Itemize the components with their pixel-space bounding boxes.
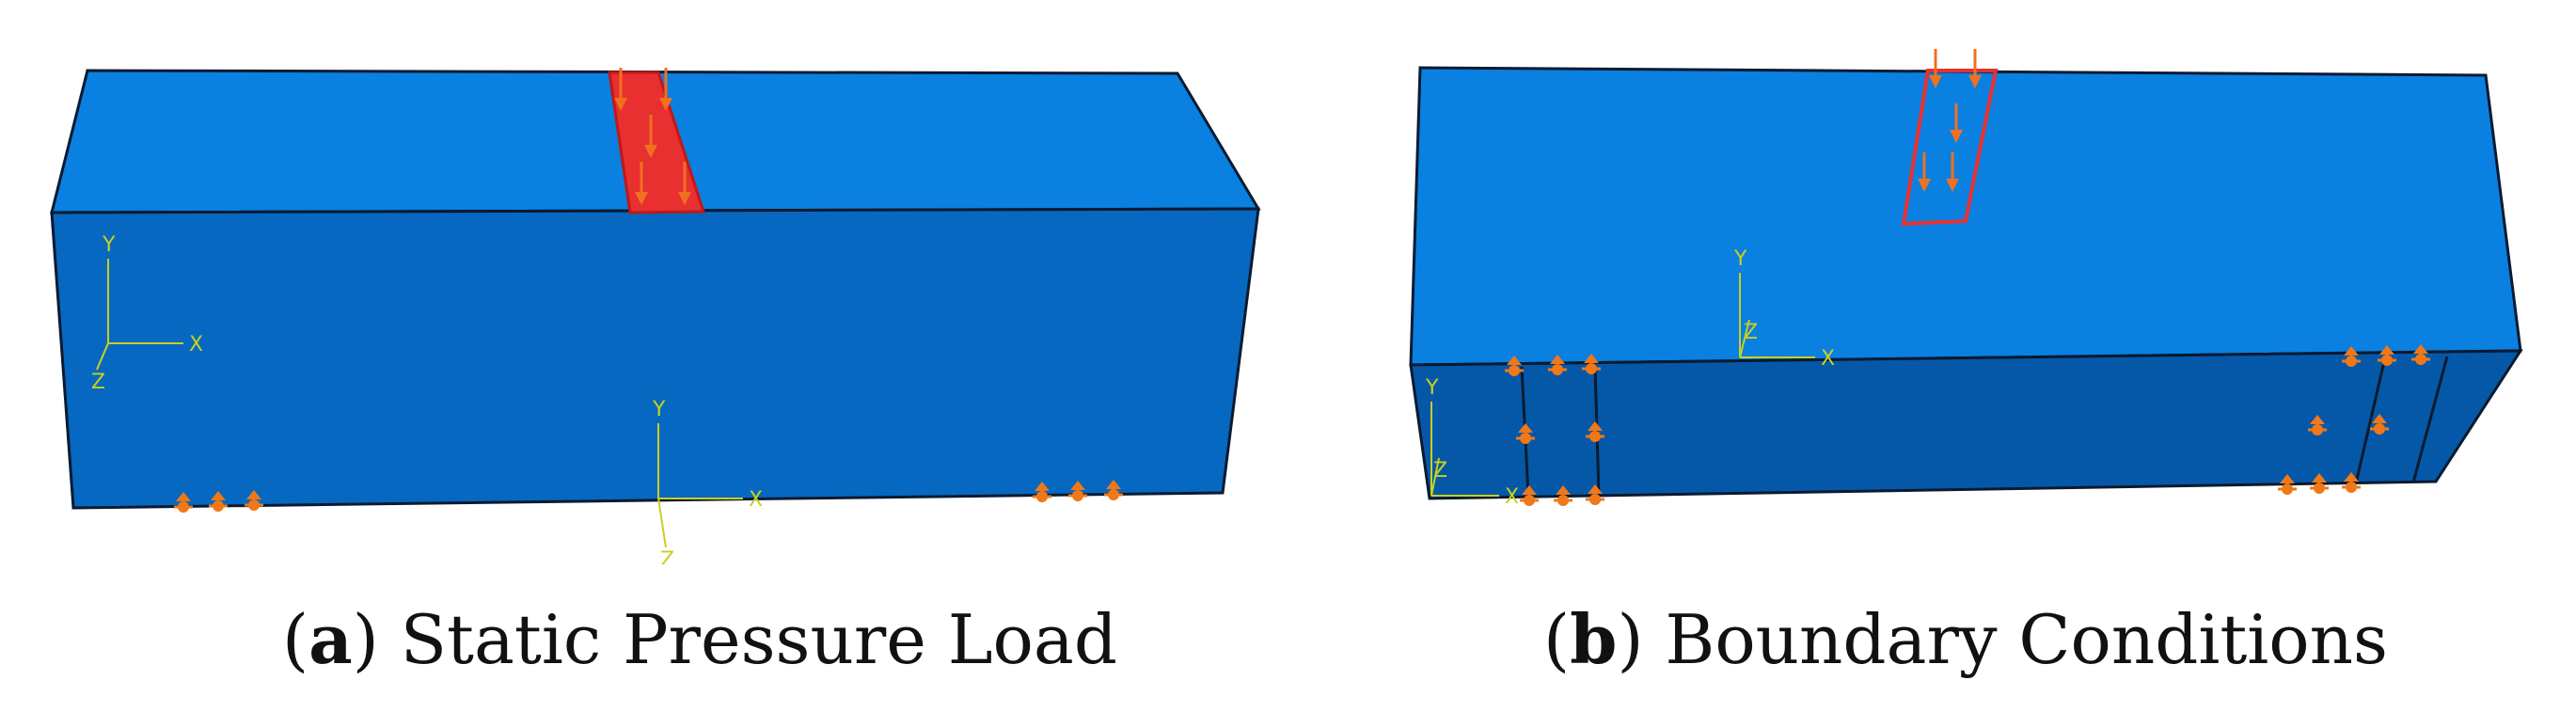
caption-b-label: b [1570, 599, 1618, 679]
boundary-constraint-icon [209, 491, 228, 512]
load-region [608, 71, 706, 214]
boundary-constraint-icon [1582, 354, 1601, 374]
boundary-constraints [1505, 344, 2430, 506]
beam-front-face [50, 207, 1260, 510]
caption-b: (b) Boundary Conditions [1543, 599, 2388, 679]
boundary-constraint-icon [2308, 415, 2327, 435]
boundary-constraint-icon [1516, 423, 1535, 444]
pressure-arrow-icon [635, 162, 648, 205]
coordinate-triad-1: X Y Z [91, 233, 203, 394]
boundary-constraint-icon [245, 490, 263, 511]
caption-b-title: Boundary Conditions [1665, 600, 2388, 679]
pressure-arrow-icon [1946, 152, 1959, 192]
caption-a: (a) Static Pressure Load [282, 599, 1117, 679]
boundary-constraint-icon [2342, 346, 2361, 367]
boundary-constraint-icon [2370, 414, 2389, 435]
boundary-constraints [174, 480, 1123, 513]
boundary-constraint-icon [1104, 480, 1123, 500]
axis-label-x: X [1821, 347, 1835, 371]
support-line [2411, 356, 2449, 483]
boundary-constraint-icon [1548, 355, 1567, 375]
caption-a-label: a [308, 599, 353, 679]
pressure-arrow-icon [678, 162, 691, 205]
axis-label-y: Y [652, 398, 666, 421]
boundary-constraint-icon [1554, 485, 1572, 506]
axis-label-z: Z [660, 548, 674, 564]
boundary-constraint-icon [1033, 482, 1051, 502]
panel-b-model: X Y Z X Y Z [1409, 49, 2523, 509]
load-region-outline [1901, 69, 1999, 227]
boundary-constraint-icon [2310, 473, 2329, 494]
boundary-constraint-icon [1586, 484, 1604, 505]
pressure-arrow-icon [1929, 49, 1942, 88]
coordinate-triad-2: X Y Z [1425, 376, 1519, 509]
axis-label-z: Z [91, 371, 105, 394]
boundary-constraint-icon [1068, 481, 1087, 501]
pressure-arrow-icon [1950, 103, 1963, 143]
pressure-arrow-icon [1968, 49, 1982, 88]
boundary-constraint-icon [2278, 474, 2297, 495]
pressure-arrow-icon [659, 68, 672, 111]
panel-a-model: X Y Z X Y Z [50, 68, 1261, 564]
coordinate-triad-1: X Y Z [1733, 247, 1835, 371]
caption-a-title: Static Pressure Load [400, 600, 1117, 679]
boundary-constraint-icon [1505, 356, 1524, 376]
pressure-arrows [614, 68, 691, 205]
axis-label-x: X [749, 488, 763, 512]
boundary-constraint-icon [2378, 345, 2396, 366]
axis-label-x: X [1505, 485, 1519, 509]
beam-front-face [1409, 349, 2523, 500]
axis-label-y: Y [1425, 376, 1439, 400]
boundary-constraint-icon [174, 492, 193, 513]
pressure-arrow-icon [644, 115, 657, 158]
boundary-constraint-icon [2342, 472, 2361, 493]
coordinate-triad-2: X Y Z [652, 398, 763, 564]
boundary-constraint-icon [2411, 344, 2430, 365]
axis-label-z: Z [1744, 321, 1758, 344]
axis-label-y: Y [1733, 247, 1747, 271]
pressure-arrow-icon [1918, 152, 1931, 192]
pressure-arrow-icon [614, 68, 627, 111]
axis-label-z: Z [1433, 459, 1447, 483]
boundary-constraint-icon [1586, 421, 1604, 442]
axis-label-y: Y [102, 233, 116, 257]
axis-label-x: X [189, 333, 203, 356]
pressure-arrows [1918, 49, 1982, 192]
support-line [2354, 356, 2387, 484]
boundary-constraint-icon [1520, 485, 1539, 506]
